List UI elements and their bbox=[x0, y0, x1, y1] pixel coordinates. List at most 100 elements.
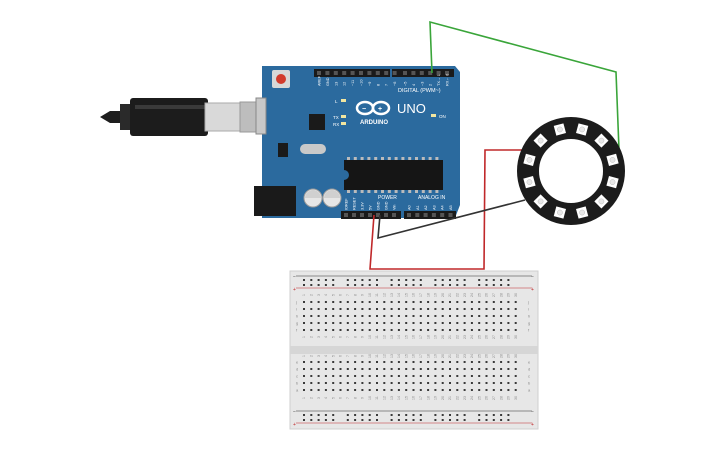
terminal-hole[interactable] bbox=[492, 368, 495, 370]
terminal-hole[interactable] bbox=[412, 389, 415, 391]
terminal-hole[interactable] bbox=[419, 329, 422, 331]
analog-pin-hole[interactable] bbox=[415, 213, 420, 217]
terminal-hole[interactable] bbox=[478, 322, 481, 324]
terminal-hole[interactable] bbox=[405, 375, 408, 377]
terminal-hole[interactable] bbox=[346, 389, 349, 391]
rail-hole[interactable] bbox=[449, 419, 451, 421]
terminal-hole[interactable] bbox=[324, 308, 327, 310]
terminal-hole[interactable] bbox=[397, 375, 400, 377]
rail-hole[interactable] bbox=[485, 414, 488, 416]
rail-hole[interactable] bbox=[507, 279, 510, 281]
rail-hole[interactable] bbox=[412, 279, 415, 281]
terminal-hole[interactable] bbox=[463, 315, 466, 317]
terminal-hole[interactable] bbox=[412, 329, 415, 331]
terminal-hole[interactable] bbox=[317, 382, 320, 384]
terminal-hole[interactable] bbox=[339, 315, 342, 317]
terminal-hole[interactable] bbox=[427, 322, 430, 324]
terminal-hole[interactable] bbox=[346, 368, 349, 370]
terminal-hole[interactable] bbox=[390, 315, 393, 317]
terminal-hole[interactable] bbox=[427, 301, 430, 303]
terminal-hole[interactable] bbox=[492, 322, 495, 324]
terminal-hole[interactable] bbox=[376, 368, 378, 370]
rail-hole[interactable] bbox=[376, 414, 378, 416]
terminal-hole[interactable] bbox=[361, 308, 364, 310]
terminal-hole[interactable] bbox=[456, 375, 459, 377]
terminal-hole[interactable] bbox=[427, 361, 430, 363]
rail-hole[interactable] bbox=[419, 279, 422, 281]
terminal-hole[interactable] bbox=[397, 382, 400, 384]
analog-pin-hole[interactable] bbox=[407, 213, 411, 217]
terminal-hole[interactable] bbox=[412, 361, 415, 363]
terminal-hole[interactable] bbox=[449, 322, 451, 324]
terminal-hole[interactable] bbox=[361, 315, 364, 317]
terminal-hole[interactable] bbox=[434, 382, 437, 384]
rail-hole[interactable] bbox=[449, 414, 451, 416]
terminal-hole[interactable] bbox=[419, 301, 422, 303]
rail-hole[interactable] bbox=[368, 279, 371, 281]
terminal-hole[interactable] bbox=[463, 308, 466, 310]
terminal-hole[interactable] bbox=[310, 375, 313, 377]
terminal-hole[interactable] bbox=[376, 315, 378, 317]
power-pin-hole[interactable] bbox=[368, 213, 372, 217]
terminal-hole[interactable] bbox=[470, 329, 473, 331]
rail-hole[interactable] bbox=[390, 419, 393, 421]
rail-hole[interactable] bbox=[361, 279, 364, 281]
rail-hole[interactable] bbox=[324, 284, 327, 286]
terminal-hole[interactable] bbox=[463, 375, 466, 377]
terminal-hole[interactable] bbox=[332, 361, 335, 363]
terminal-hole[interactable] bbox=[463, 382, 466, 384]
digital-pin-hole[interactable] bbox=[350, 71, 355, 75]
terminal-hole[interactable] bbox=[463, 329, 466, 331]
terminal-hole[interactable] bbox=[303, 361, 305, 363]
terminal-hole[interactable] bbox=[434, 308, 437, 310]
terminal-hole[interactable] bbox=[507, 329, 510, 331]
terminal-hole[interactable] bbox=[361, 375, 364, 377]
terminal-hole[interactable] bbox=[485, 382, 488, 384]
terminal-hole[interactable] bbox=[368, 368, 371, 370]
terminal-hole[interactable] bbox=[463, 322, 466, 324]
terminal-hole[interactable] bbox=[310, 389, 313, 391]
terminal-hole[interactable] bbox=[427, 308, 430, 310]
rail-hole[interactable] bbox=[390, 279, 393, 281]
terminal-hole[interactable] bbox=[317, 368, 320, 370]
reset-button[interactable] bbox=[272, 70, 290, 88]
terminal-hole[interactable] bbox=[317, 301, 320, 303]
digital-pin-hole[interactable] bbox=[375, 71, 380, 75]
rail-hole[interactable] bbox=[317, 279, 320, 281]
terminal-hole[interactable] bbox=[441, 389, 444, 391]
terminal-hole[interactable] bbox=[354, 315, 357, 317]
terminal-hole[interactable] bbox=[470, 315, 473, 317]
terminal-hole[interactable] bbox=[397, 361, 400, 363]
rail-hole[interactable] bbox=[405, 279, 408, 281]
terminal-hole[interactable] bbox=[383, 301, 386, 303]
terminal-hole[interactable] bbox=[514, 375, 517, 377]
terminal-hole[interactable] bbox=[324, 315, 327, 317]
terminal-hole[interactable] bbox=[514, 382, 517, 384]
terminal-hole[interactable] bbox=[478, 308, 481, 310]
digital-pin-hole[interactable] bbox=[436, 71, 441, 75]
terminal-hole[interactable] bbox=[463, 368, 466, 370]
terminal-hole[interactable] bbox=[361, 301, 364, 303]
terminal-hole[interactable] bbox=[332, 368, 335, 370]
terminal-hole[interactable] bbox=[478, 368, 481, 370]
terminal-hole[interactable] bbox=[478, 315, 481, 317]
rail-hole[interactable] bbox=[346, 414, 349, 416]
terminal-hole[interactable] bbox=[500, 389, 503, 391]
terminal-hole[interactable] bbox=[346, 308, 349, 310]
terminal-hole[interactable] bbox=[492, 375, 495, 377]
terminal-hole[interactable] bbox=[449, 368, 451, 370]
breadboard[interactable]: 1111222233334444555566667777888899991010… bbox=[289, 270, 539, 430]
rail-hole[interactable] bbox=[332, 419, 335, 421]
terminal-hole[interactable] bbox=[303, 389, 305, 391]
terminal-hole[interactable] bbox=[456, 382, 459, 384]
terminal-hole[interactable] bbox=[390, 375, 393, 377]
terminal-hole[interactable] bbox=[427, 315, 430, 317]
terminal-hole[interactable] bbox=[419, 315, 422, 317]
terminal-hole[interactable] bbox=[405, 368, 408, 370]
terminal-hole[interactable] bbox=[346, 382, 349, 384]
terminal-hole[interactable] bbox=[376, 301, 378, 303]
terminal-hole[interactable] bbox=[332, 389, 335, 391]
terminal-hole[interactable] bbox=[405, 315, 408, 317]
terminal-hole[interactable] bbox=[405, 389, 408, 391]
